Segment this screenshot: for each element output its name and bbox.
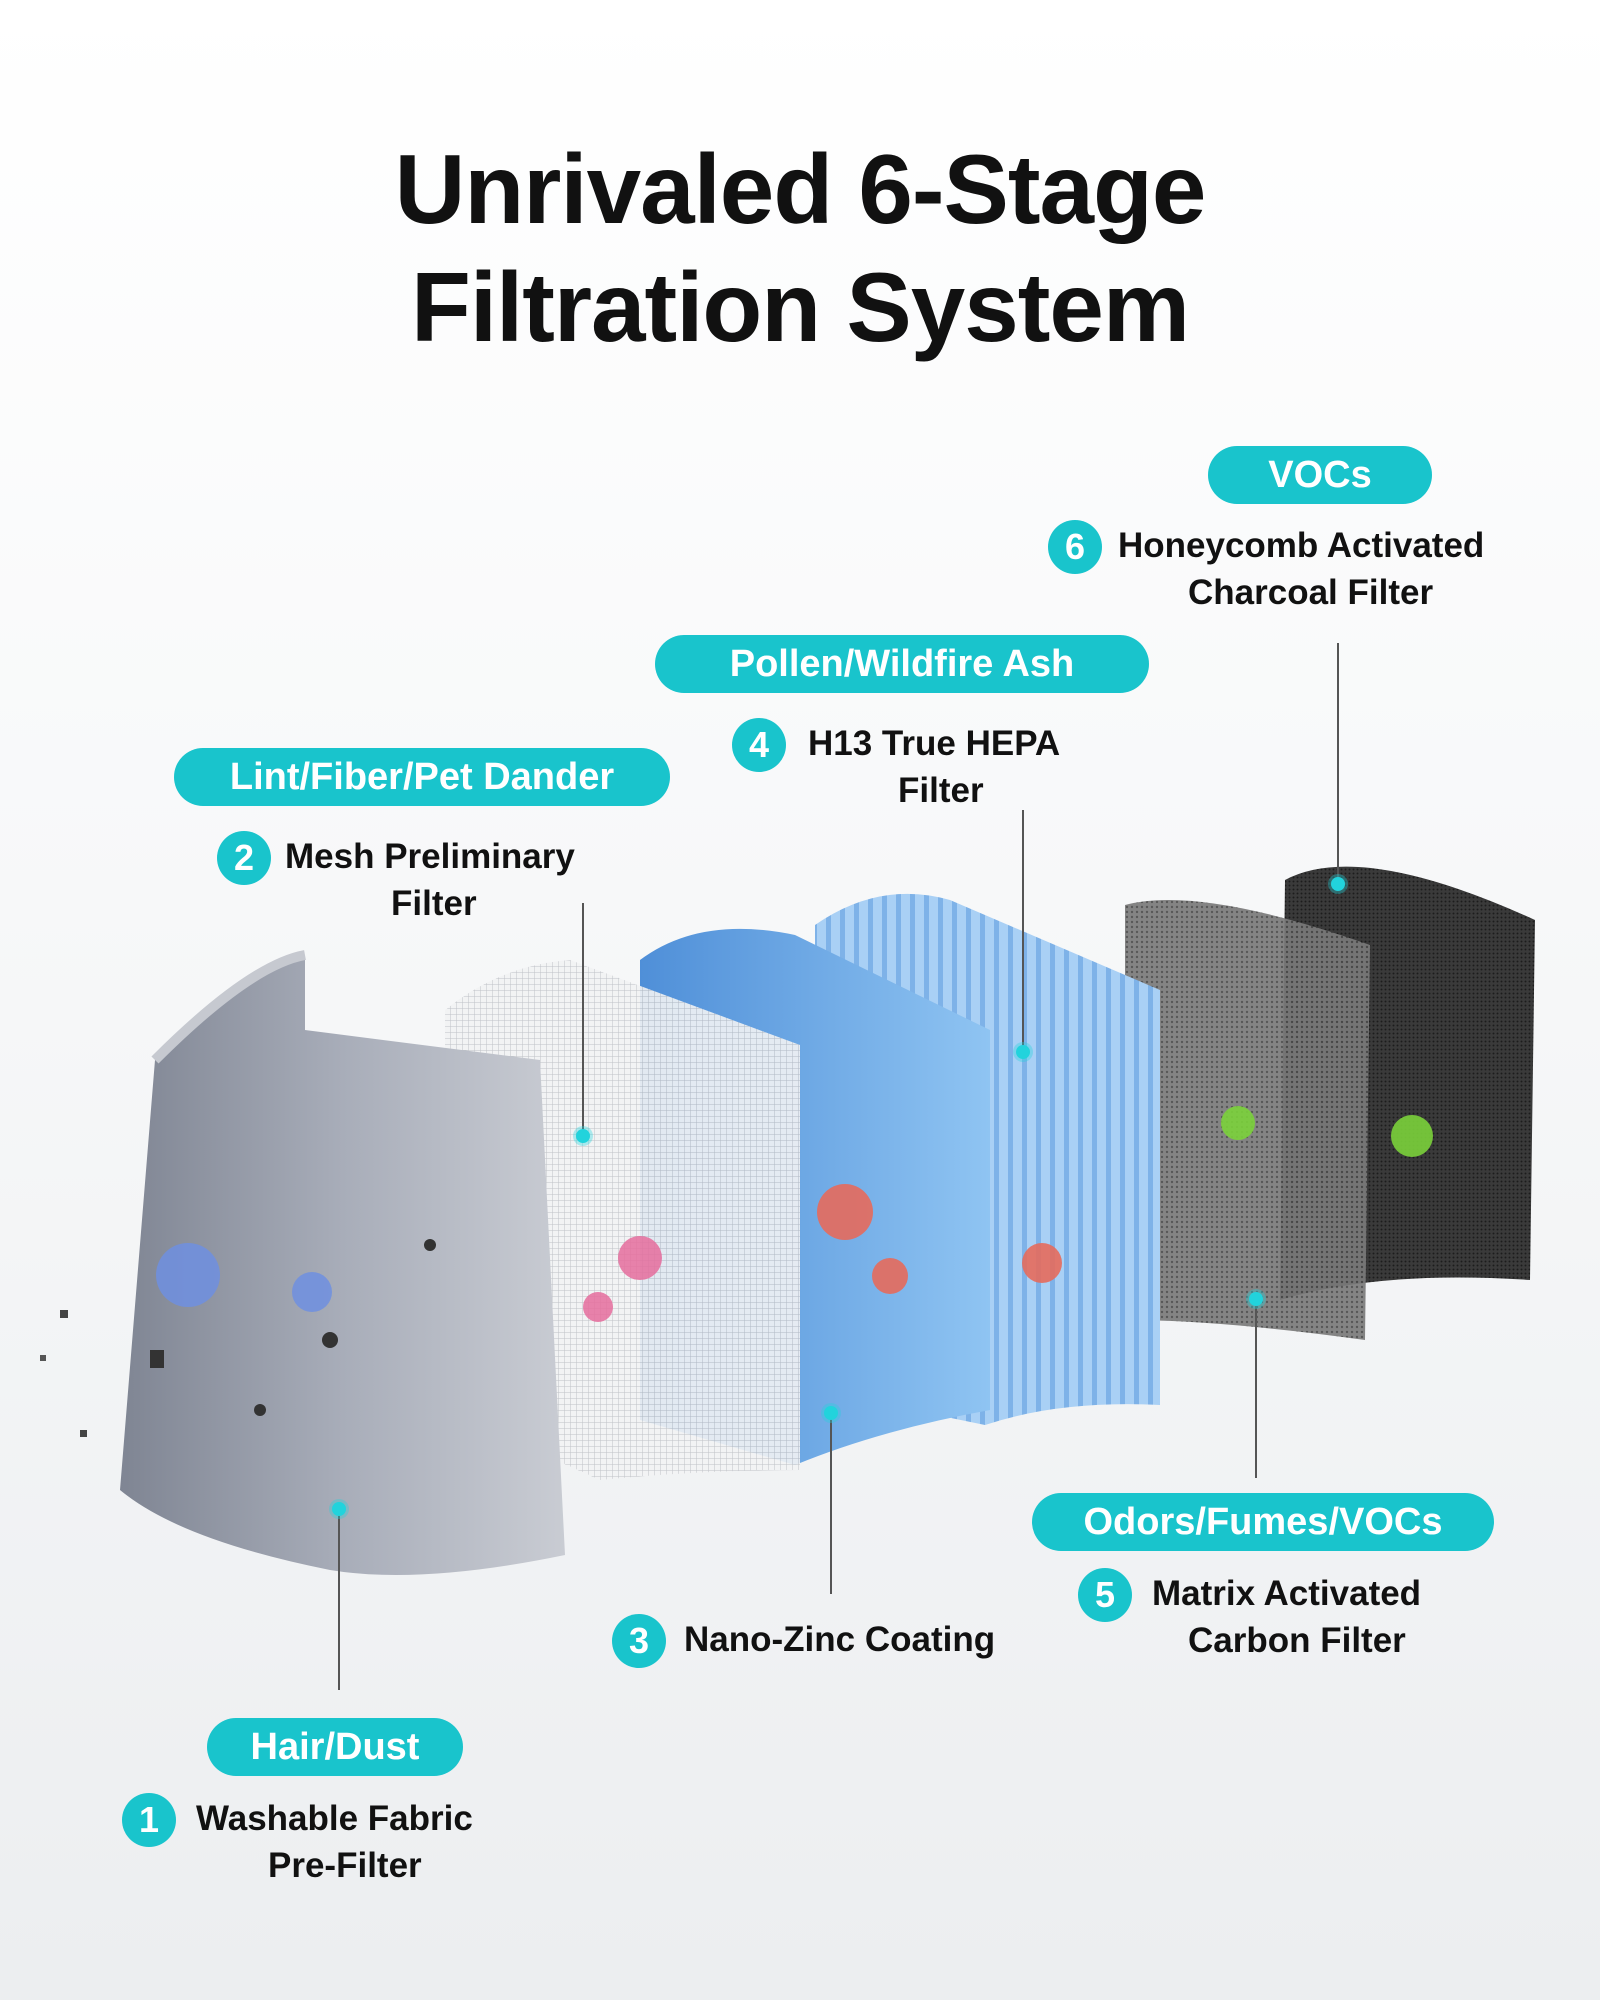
stage-2-name-line-2: Filter	[391, 884, 477, 923]
particles-decoration	[40, 1106, 1433, 1437]
stage-3-number-badge: 3	[612, 1614, 666, 1668]
stage-1-label: 1 Washable Fabric Pre-Filter	[122, 1793, 542, 1889]
anchor-dot-stage-2	[576, 1129, 590, 1143]
stage-2-label: 2 Mesh Preliminary Filter	[217, 831, 637, 927]
category-pill-hair-dust: Hair/Dust	[207, 1718, 463, 1776]
stage-4-name-line-2: Filter	[898, 771, 984, 810]
leader-line-stage-4	[1022, 810, 1024, 1046]
stage-4-number-badge: 4	[732, 718, 786, 772]
stage-4-name-line-1: H13 True HEPA	[808, 724, 1061, 763]
stage-6-number-badge: 6	[1048, 520, 1102, 574]
anchor-dot-stage-1	[332, 1502, 346, 1516]
category-pill-vocs: VOCs	[1208, 446, 1432, 504]
stage-5-name-line-2: Carbon Filter	[1188, 1621, 1406, 1660]
stage-5-number-badge: 5	[1078, 1568, 1132, 1622]
leader-line-stage-3	[830, 1418, 832, 1594]
category-pill-pollen: Pollen/Wildfire Ash	[655, 635, 1149, 693]
leader-line-stage-2	[582, 903, 584, 1135]
stage-6-name-line-1: Honeycomb Activated	[1118, 526, 1485, 565]
anchor-dot-stage-6	[1331, 877, 1345, 891]
stage-1-name-line-1: Washable Fabric	[196, 1799, 473, 1838]
filter-layers-illustration	[40, 866, 1535, 1575]
stage-5-label: 5 Matrix Activated Carbon Filter	[1078, 1568, 1498, 1664]
stage-6-label: 6 Honeycomb Activated Charcoal Filter	[1048, 520, 1568, 616]
title-line-1: Unrivaled 6-Stage	[394, 134, 1207, 244]
leader-line-stage-6	[1337, 643, 1339, 883]
stage-2-number-badge: 2	[217, 831, 271, 885]
stage-2-name-line-1: Mesh Preliminary	[285, 837, 575, 876]
category-pill-lint: Lint/Fiber/Pet Dander	[174, 748, 670, 806]
category-pill-odors: Odors/Fumes/VOCs	[1032, 1493, 1494, 1551]
stage-3-label: 3 Nano-Zinc Coating	[612, 1614, 1042, 1668]
anchor-dot-stage-4	[1016, 1045, 1030, 1059]
page-title: Unrivaled 6-Stage Filtration System	[0, 130, 1600, 366]
stage-3-name-line-1: Nano-Zinc Coating	[684, 1620, 996, 1659]
leader-line-stage-1	[338, 1512, 340, 1690]
title-line-2: Filtration System	[410, 252, 1190, 362]
stage-5-name-line-1: Matrix Activated	[1152, 1574, 1422, 1613]
stage-1-name-line-2: Pre-Filter	[268, 1846, 422, 1885]
leader-line-stage-5	[1255, 1302, 1257, 1478]
stage-4-label: 4 H13 True HEPA Filter	[732, 718, 1132, 814]
stage-6-name-line-2: Charcoal Filter	[1188, 573, 1434, 612]
anchor-dot-stage-5	[1249, 1292, 1263, 1306]
fabric-prefilter-layer	[120, 950, 565, 1575]
stage-1-number-badge: 1	[122, 1793, 176, 1847]
anchor-dot-stage-3	[824, 1406, 838, 1420]
